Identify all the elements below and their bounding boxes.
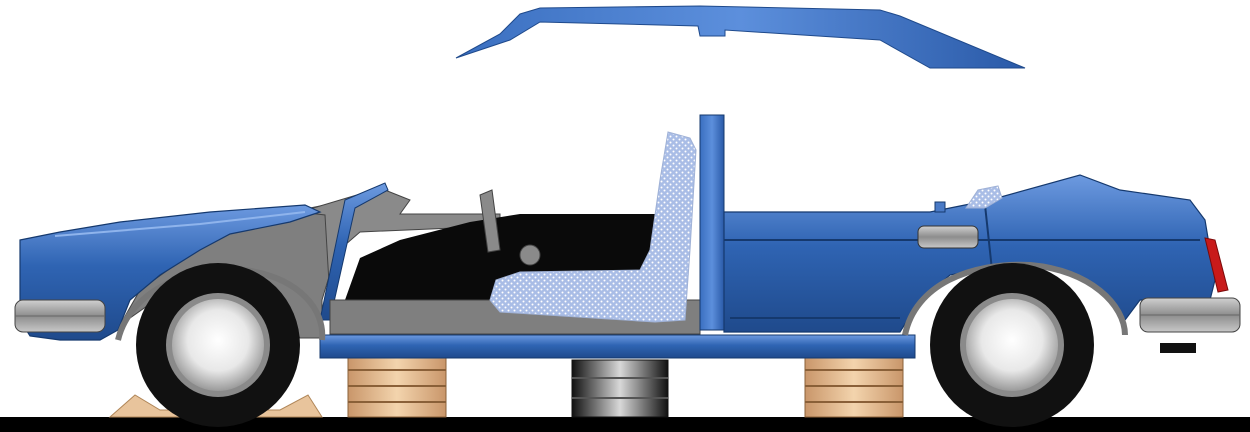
roof-panel [456,6,1025,68]
rear-wheel [930,263,1094,427]
rocker-sill [320,335,915,358]
wooden-stand-rear [805,355,903,417]
lock-post [935,202,945,212]
exhaust-pipe [1160,343,1196,353]
jack-stand-center [572,360,668,417]
wooden-stand-front [348,355,446,417]
shifter-knob [520,245,540,265]
front-wheel [136,263,300,427]
door-handle [918,226,978,248]
b-pillar [700,115,724,330]
